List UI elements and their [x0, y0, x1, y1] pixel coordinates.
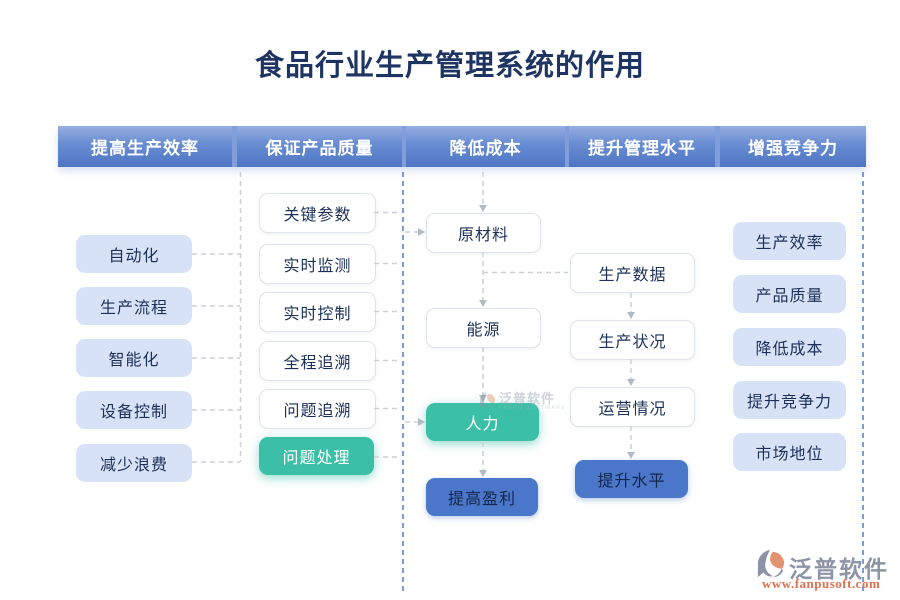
footer-url-text: www.fanpusoft.com [762, 576, 881, 591]
node-improve-level: 提升水平 [575, 460, 688, 498]
header-enhance-competitiveness: 增强竞争力 [720, 126, 866, 167]
page-title: 食品行业生产管理系统的作用 [254, 50, 645, 82]
header-reduce-cost: 降低成本 [406, 126, 565, 167]
footer-brand-text: 泛普软件 [789, 556, 889, 582]
node-energy: 能源 [426, 308, 541, 348]
center-watermark: 泛普软件 FANPU SOFTWARE [479, 392, 566, 411]
header-ensure-quality: 保证产品质量 [237, 126, 402, 167]
node-full-traceability: 全程追溯 [259, 341, 376, 381]
header-bar: 提高生产效率 保证产品质量 降低成本 提升管理水平 增强竞争力 [58, 126, 866, 167]
fanpu-logo-icon [757, 549, 785, 578]
node-key-parameters: 关键参数 [259, 193, 376, 233]
watermark-sub-text: FANPU SOFTWARE [499, 405, 567, 411]
node-production-data: 生产数据 [570, 253, 695, 293]
node-production-efficiency: 生产效率 [733, 222, 846, 260]
watermark-brand-text: 泛普软件 [499, 391, 556, 406]
node-realtime-control: 实时控制 [259, 292, 376, 332]
node-realtime-monitoring: 实时监测 [259, 244, 376, 284]
node-intelligence: 智能化 [76, 339, 192, 377]
node-problem-tracing: 问题追溯 [259, 389, 376, 429]
node-production-status: 生产状况 [570, 320, 695, 360]
node-cost-reduction: 降低成本 [733, 328, 846, 366]
node-raw-materials: 原材料 [426, 213, 541, 253]
node-operation-status: 运营情况 [570, 387, 695, 427]
header-improve-efficiency: 提高生产效率 [58, 126, 232, 167]
node-production-process: 生产流程 [76, 287, 192, 325]
node-market-position: 市场地位 [733, 433, 846, 471]
node-competitiveness-improvement: 提升竞争力 [733, 381, 846, 419]
fanpu-logo-icon [480, 392, 495, 408]
node-product-quality: 产品质量 [733, 275, 846, 313]
node-increase-profit: 提高盈利 [426, 478, 538, 516]
node-equipment-control: 设备控制 [76, 391, 192, 429]
header-improve-management: 提升管理水平 [569, 126, 715, 167]
node-problem-handling: 问题处理 [259, 437, 374, 475]
node-manpower: 人力 [426, 403, 539, 441]
footer-logo: 泛普软件 www.fanpusoft.com [756, 548, 896, 592]
node-automation: 自动化 [76, 235, 192, 273]
node-reduce-waste: 减少浪费 [76, 444, 192, 482]
